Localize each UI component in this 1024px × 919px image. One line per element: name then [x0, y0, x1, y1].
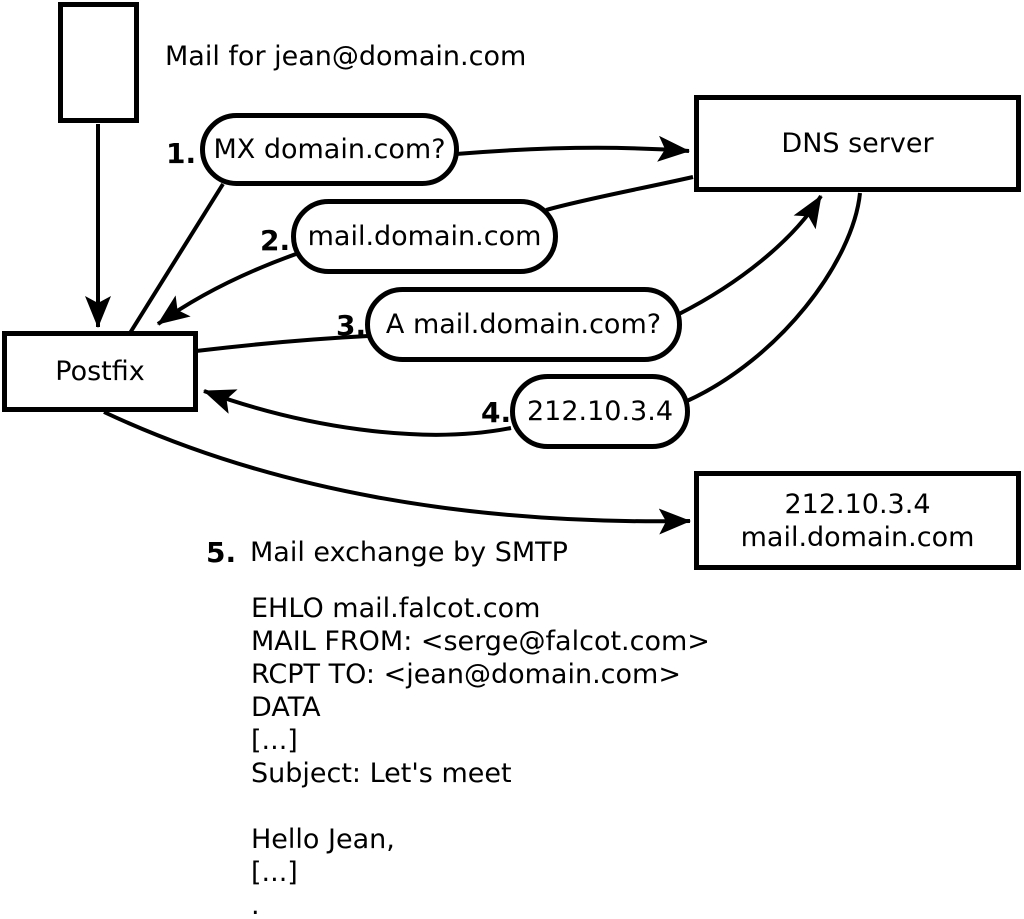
- arrow-answer2-pill-to-postfix: [156, 252, 297, 326]
- dns-server-label: DNS server: [781, 128, 934, 159]
- arrow-query3-pill-to-dns: [678, 194, 823, 316]
- step-1-label: MX domain.com?: [213, 134, 446, 165]
- step-4-number: 4.: [481, 396, 512, 429]
- line-postfix-to-query1-pill: [128, 182, 225, 335]
- dns-server-node: DNS server: [694, 95, 1021, 192]
- arrow-postfix-to-mail-server: [103, 410, 691, 535]
- line-dns-to-answer4-pill: [686, 192, 862, 403]
- arrow-query1-pill-to-dns: [455, 135, 690, 162]
- step-3-query-pill: A mail.domain.com?: [365, 287, 682, 362]
- mail-server-hostname: mail.domain.com: [740, 521, 975, 553]
- step-2-label: mail.domain.com: [307, 221, 542, 252]
- step-3-number: 3.: [336, 309, 367, 342]
- step-2-answer-pill: mail.domain.com: [291, 199, 558, 274]
- postfix-node: Postfix: [2, 331, 198, 412]
- postfix-node-label: Postfix: [55, 356, 145, 387]
- step-5-number: 5.: [206, 536, 237, 569]
- step-2-number: 2.: [260, 224, 291, 257]
- mail-server-node: 212.10.3.4 mail.domain.com: [694, 471, 1021, 570]
- step-1-number: 1.: [166, 137, 197, 170]
- mail-message-node: [58, 2, 139, 123]
- arrow-answer4-pill-to-postfix: [203, 389, 512, 437]
- step-4-answer-pill: 212.10.3.4: [510, 374, 690, 449]
- step-1-query-pill: MX domain.com?: [200, 113, 459, 186]
- smtp-session-text: EHLO mail.falcot.com MAIL FROM: <serge@f…: [251, 593, 710, 919]
- step-5-label: Mail exchange by SMTP: [250, 537, 568, 568]
- line-postfix-to-query3-pill: [195, 334, 369, 353]
- step-3-label: A mail.domain.com?: [385, 309, 662, 340]
- step-4-label: 212.10.3.4: [527, 396, 673, 427]
- mail-server-ip: 212.10.3.4: [784, 488, 931, 520]
- line-dns-to-answer2-pill: [545, 175, 694, 212]
- intro-label: Mail for jean@domain.com: [165, 41, 527, 72]
